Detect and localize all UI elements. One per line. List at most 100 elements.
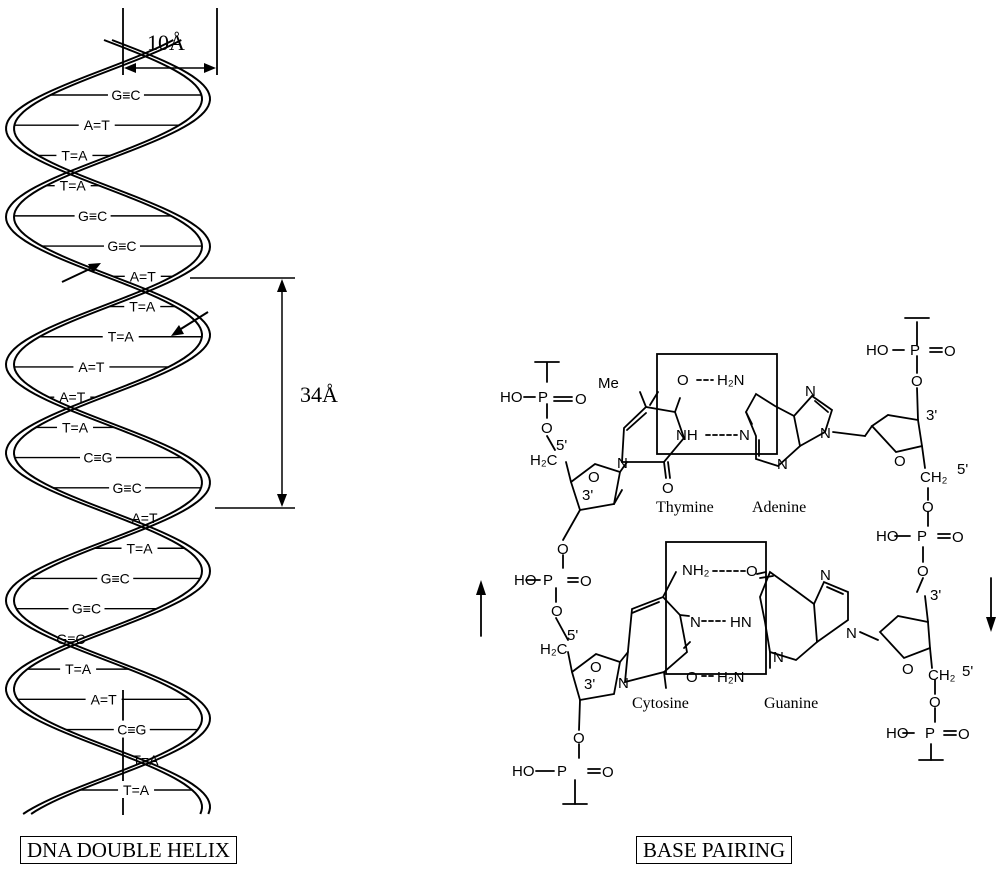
base-pair-label: C≡G [83, 450, 112, 466]
atom-hn: HN [730, 614, 752, 631]
base-pair-label: A=T [91, 691, 118, 707]
atom-ch2: CH₂ [928, 667, 956, 684]
atom-c3: 3' [926, 407, 937, 424]
base-pair-label: T=A [126, 540, 153, 556]
atom-o: O [952, 529, 964, 546]
base-pair-label: A=T [130, 268, 157, 284]
direction-arrow-up [476, 580, 486, 636]
atom-h2n: H₂N [717, 669, 745, 686]
atom-h2c: H₂C [530, 452, 558, 469]
atom-c3: 3' [930, 587, 941, 604]
atom-c5: 5' [556, 437, 567, 454]
guanine-label: Guanine [764, 695, 818, 712]
atom-ch2: CH₂ [920, 469, 948, 486]
atom-nh2: NH₂ [682, 562, 710, 579]
atom-o: O [902, 661, 914, 678]
atom-n: N [690, 614, 701, 631]
pitch-arrowhead-bottom [277, 494, 287, 507]
base-pair-label: G≡C [107, 238, 136, 254]
base-pair-label: T=A [108, 329, 135, 345]
atom-h2c: H₂C [540, 641, 568, 658]
base-pair-label: A=T [78, 359, 105, 375]
base-pair-label: A=T [84, 117, 111, 133]
atom-ho: HO [866, 342, 889, 359]
base-pair-label: T=A [65, 661, 92, 677]
atom-o: O [573, 730, 585, 747]
atom-ho: HO [512, 763, 535, 780]
atom-n: N [618, 675, 629, 692]
atom-o: O [929, 694, 941, 711]
base-pairing-caption: BASE PAIRING [636, 836, 792, 864]
atom-o: O [588, 469, 600, 486]
atom-o: O [590, 659, 602, 676]
atom-p: P [910, 342, 920, 359]
cytosine-label: Cytosine [632, 695, 689, 712]
atom-o: O [958, 726, 970, 743]
atom-me: Me [598, 375, 619, 392]
pitch-label: 34Å [300, 382, 338, 407]
atom-n: N [739, 427, 750, 444]
atom-o: O [662, 480, 674, 497]
atom-ho: HO [886, 725, 909, 742]
atom-h2n: H₂N [717, 372, 745, 389]
pitch-arrowhead-top [277, 279, 287, 292]
atom-n: N [820, 425, 831, 442]
atom-o: O [677, 372, 689, 389]
base-pair-label: G≡C [113, 480, 142, 496]
base-pairing-diagram [476, 318, 996, 804]
atom-c5: 5' [962, 663, 973, 680]
atom-c3: 3' [582, 487, 593, 504]
atom-ho: HO [500, 389, 523, 406]
atom-o: O [944, 343, 956, 360]
dna-double-helix: 10Å 34Å G≡CA=TT=AT=AG≡CG≡CA=TT=AT=AA=TA=… [6, 8, 338, 815]
base-pair-label: G≡C [111, 87, 140, 103]
base-pair-label: G≡C [72, 601, 101, 617]
atom-o: O [575, 391, 587, 408]
atom-o: O [580, 573, 592, 590]
atom-o: O [746, 563, 758, 580]
hbond-box-bottom [666, 542, 766, 674]
atom-o: O [686, 669, 698, 686]
thymine-label: Thymine [656, 499, 714, 516]
atom-o: O [917, 563, 929, 580]
helix-caption: DNA DOUBLE HELIX [20, 836, 237, 864]
atom-n: N [820, 567, 831, 584]
base-pair-label: T=A [123, 782, 150, 798]
atom-p: P [538, 389, 548, 406]
atom-ho: HO [876, 528, 899, 545]
atom-n: N [617, 455, 628, 472]
base-pair-label: T=A [62, 419, 89, 435]
atom-p: P [925, 725, 935, 742]
atom-o: O [551, 603, 563, 620]
atom-p: P [917, 528, 927, 545]
atom-o: O [602, 764, 614, 781]
base-pair-rungs: G≡CA=TT=AT=AG≡CG≡CA=TT=AT=AA=TA=TT=AC≡GG… [14, 86, 202, 798]
atom-c5: 5' [957, 461, 968, 478]
atom-p: P [557, 763, 567, 780]
atom-nh: NH [676, 427, 698, 444]
atom-o: O [541, 420, 553, 437]
adenine-label: Adenine [752, 499, 806, 516]
width-label: 10Å [147, 30, 185, 55]
atom-o: O [911, 373, 923, 390]
atom-ho: HO [514, 572, 537, 589]
atom-n: N [805, 383, 816, 400]
atom-n: N [846, 625, 857, 642]
atom-n: N [773, 649, 784, 666]
hbond-box-top [657, 354, 777, 454]
base-pair-label: G≡C [78, 208, 107, 224]
atom-n: N [777, 456, 788, 473]
atom-c3: 3' [584, 676, 595, 693]
base-pairing-labels: HO P O O 5' H₂C O 3' O HO P O O 5' H₂C O… [500, 342, 973, 781]
atom-o: O [557, 541, 569, 558]
base-pair-label: C≡G [117, 722, 146, 738]
base-pair-label: T=A [129, 299, 156, 315]
base-pair-label: G≡C [101, 570, 130, 586]
base-pair-label: T=A [61, 147, 88, 163]
atom-p: P [543, 572, 553, 589]
atom-o: O [894, 453, 906, 470]
atom-c5: 5' [567, 627, 578, 644]
atom-o: O [922, 499, 934, 516]
